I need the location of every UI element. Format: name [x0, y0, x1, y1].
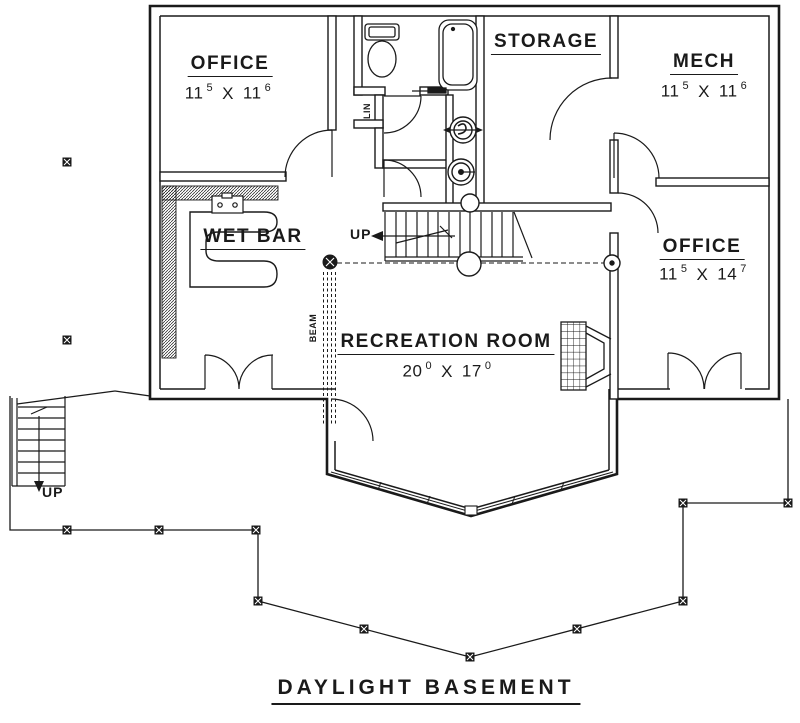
deck-post [465, 652, 475, 662]
bay-windows [330, 471, 614, 516]
wet-bar-counter [189, 211, 278, 288]
french-doors-right [667, 352, 742, 390]
room-label-mech: MECH [670, 51, 738, 75]
deck-post [783, 498, 793, 508]
deck-post [359, 624, 369, 634]
deck-post [253, 596, 263, 606]
linen-closet-label: LIN [362, 103, 372, 119]
toilet [364, 23, 400, 78]
mech-door-arc [613, 132, 660, 179]
deck-posts [62, 157, 793, 662]
newel-post [456, 251, 482, 277]
room-label-recreation: RECREATION ROOM [337, 331, 555, 355]
beam-post [322, 254, 338, 270]
storage-door-arc [549, 77, 613, 141]
bathroom-door-arc [383, 95, 422, 134]
deck-post [678, 596, 688, 606]
deck-post [678, 498, 688, 508]
french-doors-left [204, 354, 274, 390]
room-label-storage: STORAGE [490, 31, 602, 55]
deck-post [154, 525, 164, 535]
hall-door-arc [383, 159, 422, 198]
newel-post [460, 193, 480, 213]
fireplace [560, 321, 612, 391]
bathtub [412, 19, 478, 94]
bay-door-arc [330, 398, 374, 442]
room-label-office-right: OFFICE [659, 236, 745, 260]
office-right-door-arc [617, 192, 659, 234]
beam-line [323, 272, 336, 426]
deck-post [62, 157, 72, 167]
deck-stairs-direction-arrow [30, 406, 48, 484]
stairs-direction-arrow [383, 225, 455, 244]
furnace [447, 158, 475, 186]
beam-label: BEAM [308, 313, 318, 343]
deck-stairs [11, 390, 116, 492]
deck-post [251, 525, 261, 535]
room-label-office-top-left: OFFICE [187, 53, 273, 77]
main-stairs [371, 211, 533, 262]
wet-bar-wall-hatch [161, 185, 279, 359]
deck-post [62, 525, 72, 535]
deck-stairs-up-label: UP [42, 484, 64, 500]
deck-post [572, 624, 582, 634]
doors [204, 77, 742, 442]
newel-posts [456, 193, 621, 277]
deck-post [62, 335, 72, 345]
plan-title: DAYLIGHT BASEMENT [271, 676, 581, 705]
wet-bar-sink [211, 192, 244, 214]
stairs-up-label: UP [350, 226, 372, 242]
room-label-wet-bar: WET BAR [200, 226, 306, 250]
office-top-left-door-arc [284, 129, 333, 178]
water-heater [443, 116, 483, 144]
